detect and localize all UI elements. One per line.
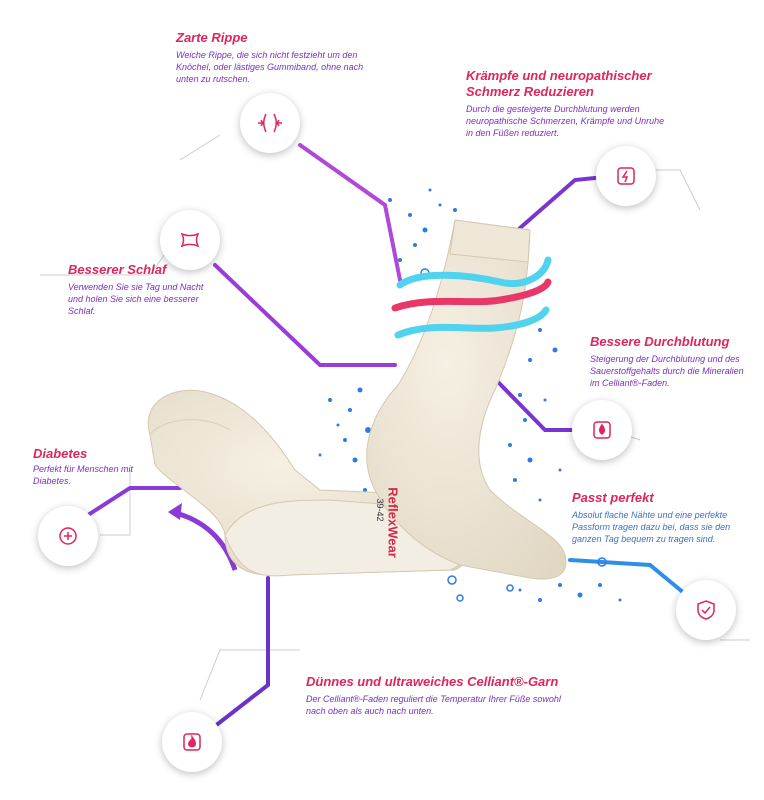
connector-passt xyxy=(568,558,692,600)
connector-diabetes xyxy=(86,486,182,517)
feature-garn: Dünnes und ultraweiches Celliant®-Garn D… xyxy=(306,674,566,717)
feature-passt: Passt perfekt Absolut flache Nähte und e… xyxy=(572,490,752,545)
blood-drop-icon xyxy=(572,400,632,460)
flow-waves xyxy=(391,256,552,339)
feature-title: Dünnes und ultraweiches Celliant®-Garn xyxy=(306,674,559,689)
feature-description: Steigerung der Durchblutung und des Saue… xyxy=(590,354,744,388)
arrow-curve xyxy=(171,509,238,571)
feature-title: Passt perfekt xyxy=(572,490,654,505)
connector-lines xyxy=(86,143,692,732)
compression-arrows-icon xyxy=(240,93,300,153)
feature-durchblutung: Bessere Durchblutung Steigerung der Durc… xyxy=(590,334,750,389)
connector-durchblutung xyxy=(496,380,574,432)
feature-description: Durch die gesteigerte Durchblutung werde… xyxy=(466,104,665,138)
shield-check-icon xyxy=(676,580,736,640)
sock-size-label: 39-42 xyxy=(375,498,385,522)
feature-title: Bessere Durchblutung xyxy=(590,334,730,349)
feature-zarte-rippe: Zarte Rippe Weiche Rippe, die sich nicht… xyxy=(176,30,386,85)
feature-kraempfe: Krämpfe und neuropathischer Schmerz Redu… xyxy=(466,68,686,139)
feature-schlaf: Besserer Schlaf Verwenden Sie sie Tag un… xyxy=(68,262,218,317)
sock-standing xyxy=(366,219,567,580)
feature-description: Weiche Rippe, die sich nicht festzieht u… xyxy=(176,50,364,84)
feature-title-line1: Krämpfe und neuropathischer xyxy=(466,68,652,83)
sock-brand-label: ReflexWear xyxy=(385,487,401,558)
feature-title: Besserer Schlaf xyxy=(68,262,167,277)
feature-diabetes: Diabetes Perfekt für Menschen mit Diabet… xyxy=(33,446,143,487)
feature-title-line2: Schmerz Reduzieren xyxy=(466,84,594,99)
feature-title: Zarte Rippe xyxy=(176,30,248,45)
lightning-icon xyxy=(596,146,656,206)
feature-description: Perfekt für Menschen mit Diabetes. xyxy=(33,464,134,486)
feature-description: Der Celliant®-Faden reguliert die Temper… xyxy=(306,694,561,716)
connector-schlaf xyxy=(213,263,397,367)
connector-garn xyxy=(208,576,270,732)
arrow-head xyxy=(168,503,182,520)
feature-description: Verwenden Sie sie Tag und Nacht und hole… xyxy=(68,282,204,316)
flame-icon xyxy=(162,712,222,772)
feature-description: Absolut flache Nähte und eine perfekte P… xyxy=(572,510,731,544)
connector-zarte-rippe xyxy=(298,143,402,282)
connector-kraempfe xyxy=(518,176,597,230)
pillow-icon xyxy=(160,210,220,270)
medical-plus-icon xyxy=(38,506,98,566)
feature-title: Diabetes xyxy=(33,446,88,461)
